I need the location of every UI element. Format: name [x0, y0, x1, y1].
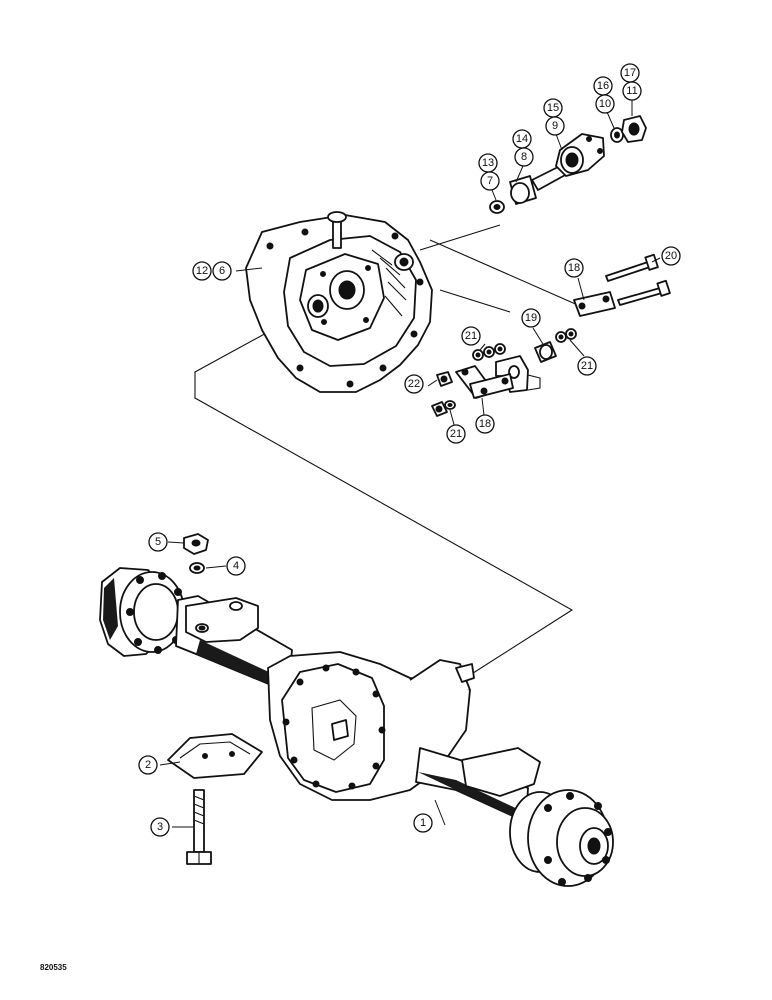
svg-text:7: 7 [487, 175, 493, 187]
callout-19: 19 [521, 308, 541, 328]
svg-text:9: 9 [552, 120, 558, 132]
u-bolt-hardware [167, 533, 263, 865]
svg-text:14: 14 [516, 133, 528, 145]
svg-text:8: 8 [521, 151, 527, 163]
svg-text:21: 21 [581, 360, 593, 372]
callout-17-11: 17 11 [620, 63, 642, 101]
callout-14-8: 14 8 [512, 129, 534, 167]
svg-text:1: 1 [420, 817, 426, 829]
figure-code: 820535 [40, 963, 67, 972]
svg-text:18: 18 [568, 262, 580, 274]
callout-12-6: 12 6 [192, 261, 232, 281]
callout-21-upper: 21 [461, 326, 481, 346]
output-shaft-parts [489, 115, 647, 214]
mounting-hardware [431, 253, 671, 417]
leader-lines [159, 100, 661, 828]
callout-21-right: 21 [577, 356, 597, 376]
svg-text:4: 4 [233, 560, 239, 572]
axle-assembly [99, 567, 614, 887]
svg-text:12: 12 [196, 265, 208, 277]
gearbox-housing [245, 211, 433, 393]
svg-text:22: 22 [408, 378, 420, 390]
assembly-guide-lines [194, 224, 581, 676]
callout-18-lower: 18 [475, 414, 495, 434]
svg-text:18: 18 [479, 418, 491, 430]
callout-20: 20 [661, 246, 681, 266]
callout-18-upper: 18 [564, 258, 584, 278]
svg-text:16: 16 [597, 80, 609, 92]
svg-text:17: 17 [624, 67, 636, 79]
callout-2: 2 [138, 755, 158, 775]
svg-text:15: 15 [547, 102, 559, 114]
callout-22: 22 [404, 374, 424, 394]
svg-text:21: 21 [450, 428, 462, 440]
callout-1: 1 [413, 813, 433, 833]
svg-text:5: 5 [155, 536, 161, 548]
callout-13-7: 13 7 [478, 153, 500, 191]
callout-16-10: 16 10 [593, 76, 615, 114]
svg-text:11: 11 [626, 85, 637, 97]
svg-text:3: 3 [157, 821, 163, 833]
callout-15-9: 15 9 [543, 98, 565, 136]
callout-4: 4 [226, 556, 246, 576]
callout-5: 5 [148, 532, 168, 552]
svg-text:13: 13 [482, 157, 494, 169]
callout-21-lower: 21 [446, 424, 466, 444]
svg-text:19: 19 [525, 312, 537, 324]
svg-text:21: 21 [465, 330, 477, 342]
callout-3: 3 [150, 817, 170, 837]
svg-text:10: 10 [599, 98, 611, 110]
svg-text:20: 20 [665, 250, 677, 262]
svg-text:6: 6 [219, 265, 225, 277]
svg-text:2: 2 [145, 759, 151, 771]
